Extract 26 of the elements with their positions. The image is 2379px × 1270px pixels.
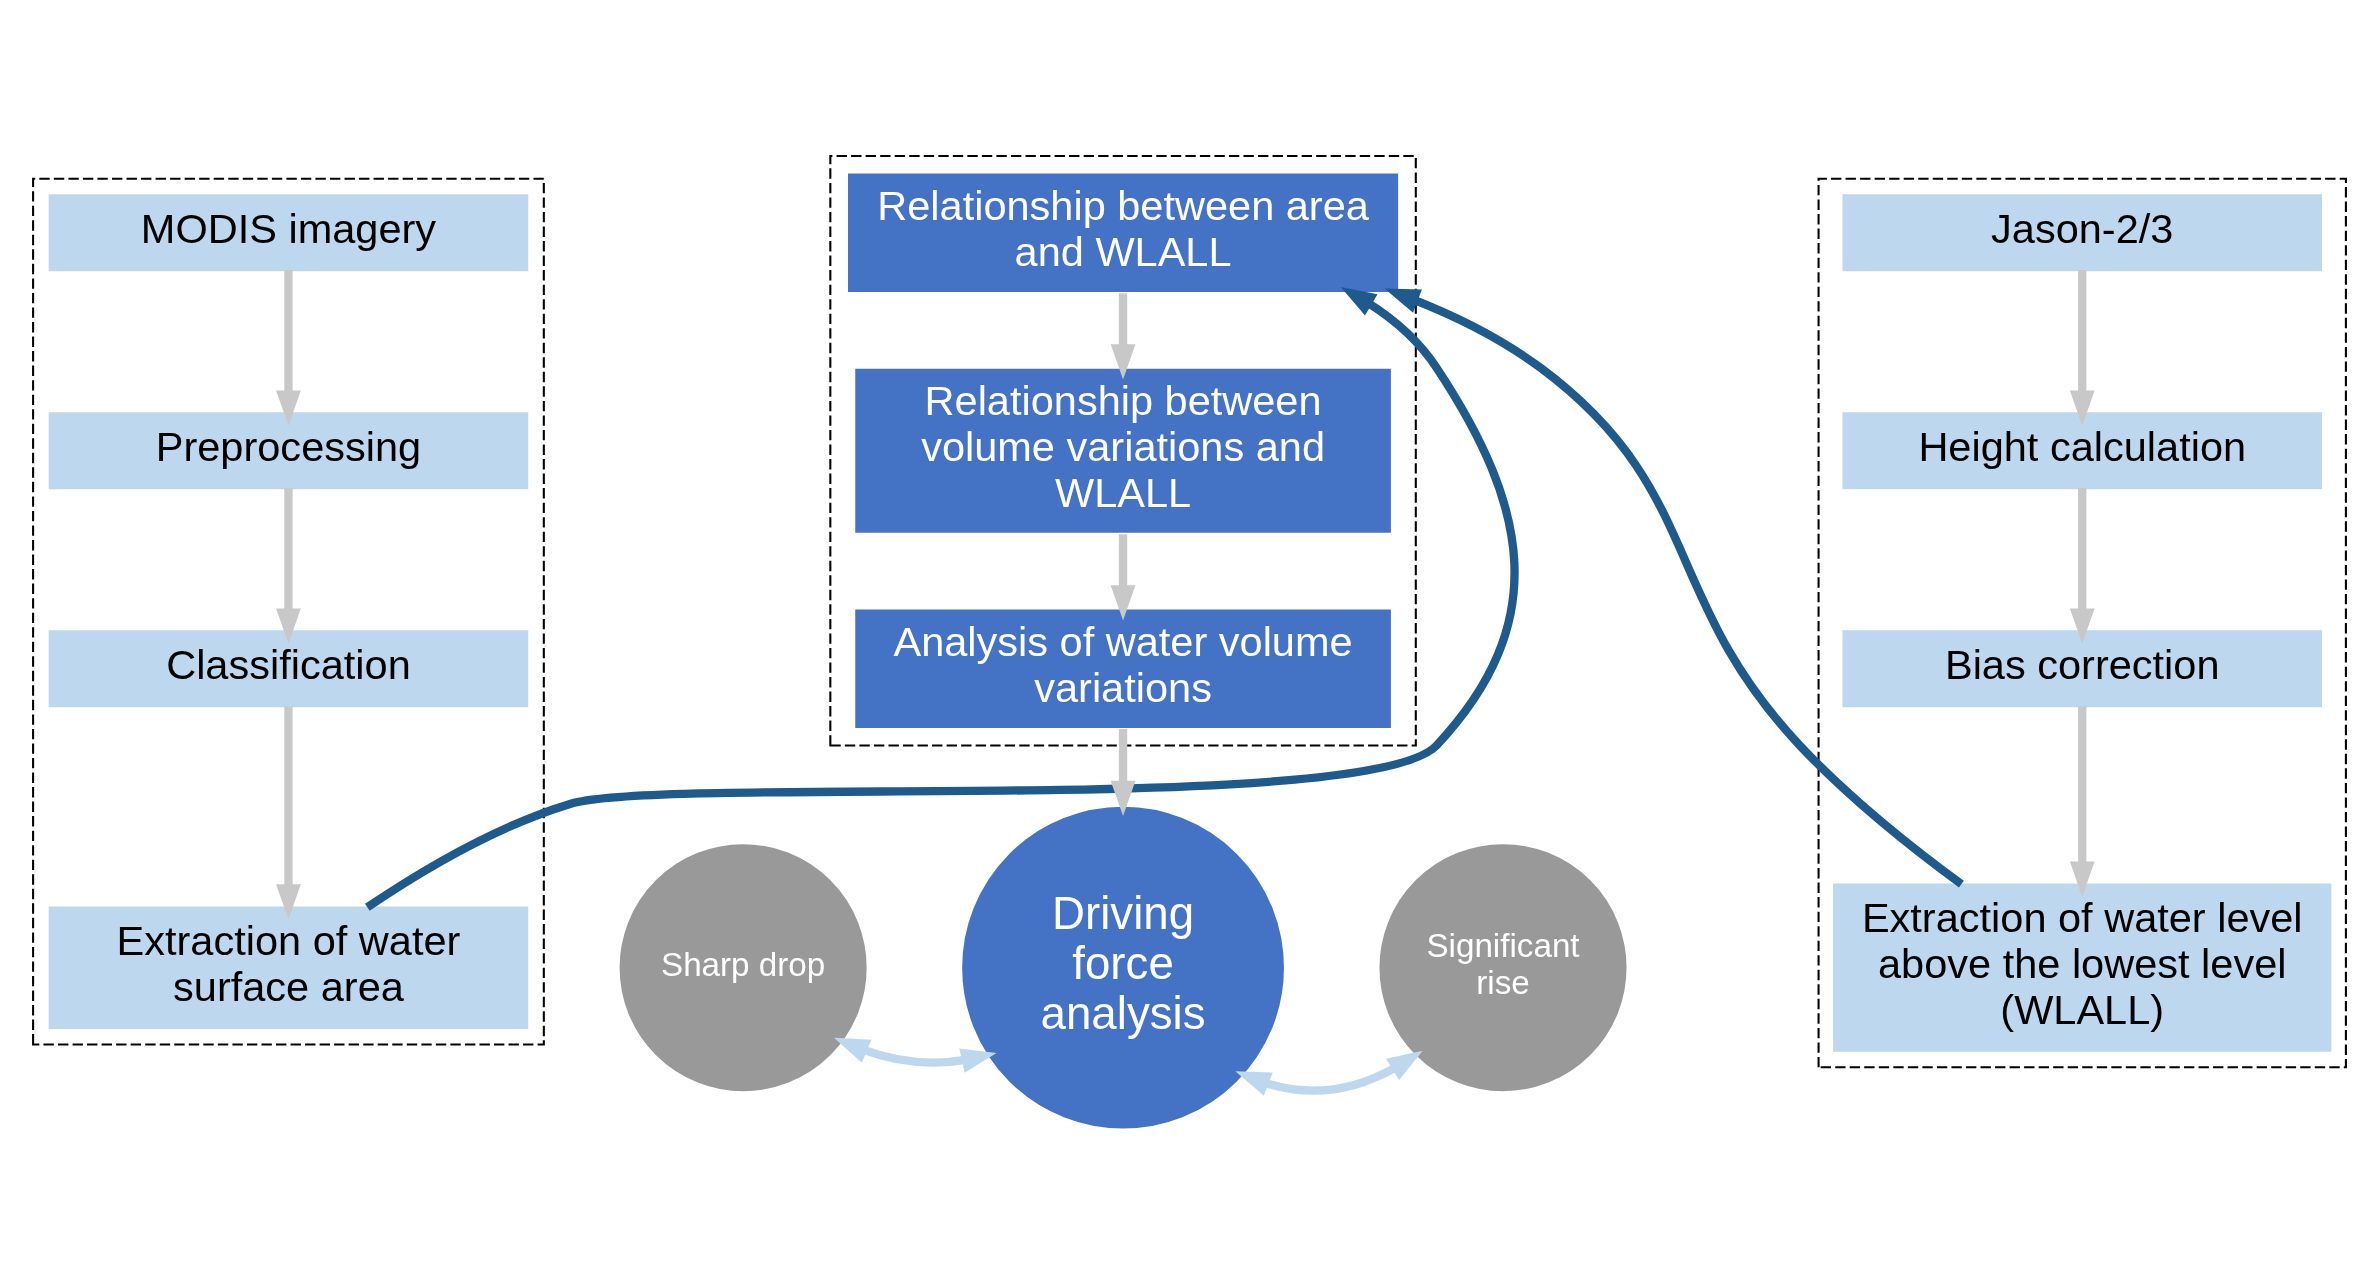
node-box: Relationship between area and WLALL [845, 171, 1401, 294]
arrow [833, 1037, 997, 1073]
arrow [276, 487, 301, 644]
node-box: Relationship between volume variations and WLALL [853, 366, 1393, 535]
cluster [1817, 177, 2347, 1068]
cluster [829, 154, 1417, 747]
node-box: Analysis of water volume variations [853, 606, 1393, 730]
arrow [2069, 487, 2095, 644]
arrow [1110, 533, 1136, 621]
arrow [1110, 292, 1136, 380]
node-box: Extraction of water surface area [48, 905, 529, 1029]
node-box: Jason-2/3 [1842, 193, 2323, 271]
node-box: Preprocessing [48, 411, 529, 489]
node-box: MODIS imagery [48, 193, 529, 271]
arrow [276, 269, 301, 426]
cluster [32, 177, 545, 1046]
arrow [276, 705, 301, 920]
node-box: Classification [48, 629, 529, 707]
node-box: Extraction of water level above the lowest level (WLALL) [1833, 883, 2332, 1052]
node-box: Height calculation [1842, 411, 2323, 489]
arrow [2069, 269, 2095, 426]
node-box: Bias correction [1842, 629, 2323, 707]
arrow [1235, 1050, 1423, 1096]
arrow [1110, 728, 1136, 816]
arrow [2069, 705, 2095, 897]
arrow [1384, 288, 1964, 887]
